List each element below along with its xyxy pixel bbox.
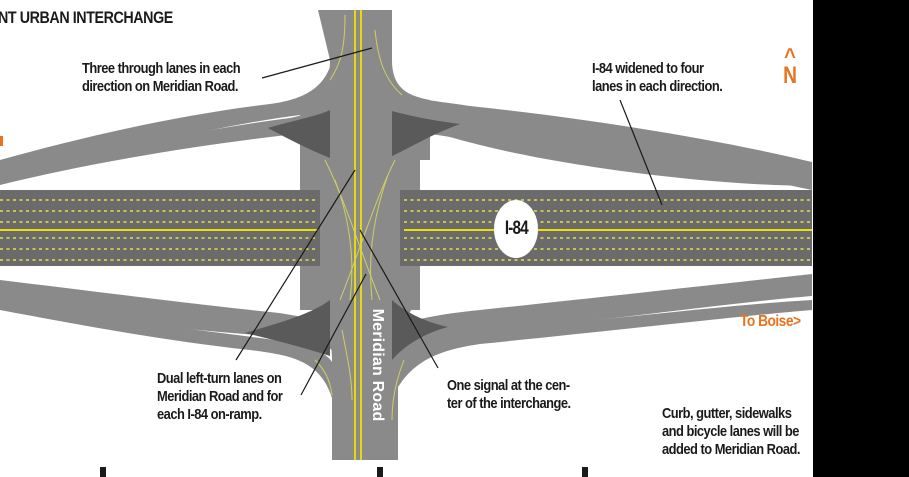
callout-line: One signal at the cen- <box>447 377 570 394</box>
north-caret-icon: ^ <box>784 44 796 70</box>
leader-lines <box>235 47 663 396</box>
bottom-tick-mark <box>377 467 383 477</box>
callout-line: Three through lanes in each <box>82 60 241 77</box>
callout-line: Meridian Road and for <box>157 388 283 405</box>
shield-label: I-84 <box>504 218 529 239</box>
callout-meridian-lanes: Three through lanes in each direction on… <box>82 60 241 96</box>
callout-one-signal: One signal at the cen- ter of the interc… <box>447 377 571 413</box>
diagram-title: NT URBAN INTERCHANGE <box>0 8 173 27</box>
callout-line: ter of the interchange. <box>447 395 571 412</box>
callout-line: added to Meridian Road. <box>662 441 800 458</box>
callout-line: Curb, gutter, sidewalks <box>662 405 792 422</box>
callout-line: each I-84 on-ramp. <box>157 406 262 423</box>
left-direction-fragment <box>0 136 3 146</box>
bottom-tick-mark <box>582 467 588 477</box>
callout-curb: Curb, gutter, sidewalks and bicycle lane… <box>662 405 800 459</box>
callout-line: I-84 widened to four <box>592 60 704 77</box>
islands <box>245 110 460 360</box>
freeway-i84 <box>0 190 812 266</box>
meridian-centerline <box>354 10 362 460</box>
i84-shield: I-84 <box>494 200 538 258</box>
meridian-road-label: Meridian Road <box>366 304 388 426</box>
callout-line: Dual left-turn lanes on <box>157 370 282 387</box>
callout-i84-widened: I-84 widened to four lanes in each direc… <box>592 60 723 96</box>
meridian-road <box>332 10 392 460</box>
north-arrow: ^ N <box>780 44 800 89</box>
callout-line: direction on Meridian Road. <box>82 78 238 95</box>
north-letter: N <box>783 62 797 89</box>
direction-to-boise: To Boise> <box>740 313 801 330</box>
road-label-text: Meridian Road <box>369 308 386 422</box>
black-side-panel <box>813 0 909 477</box>
callout-line: lanes in each direction. <box>592 78 723 95</box>
callout-left-turn: Dual left-turn lanes on Meridian Road an… <box>157 370 283 424</box>
callout-line: and bicycle lanes will be <box>662 423 799 440</box>
bottom-tick-mark <box>100 467 106 477</box>
